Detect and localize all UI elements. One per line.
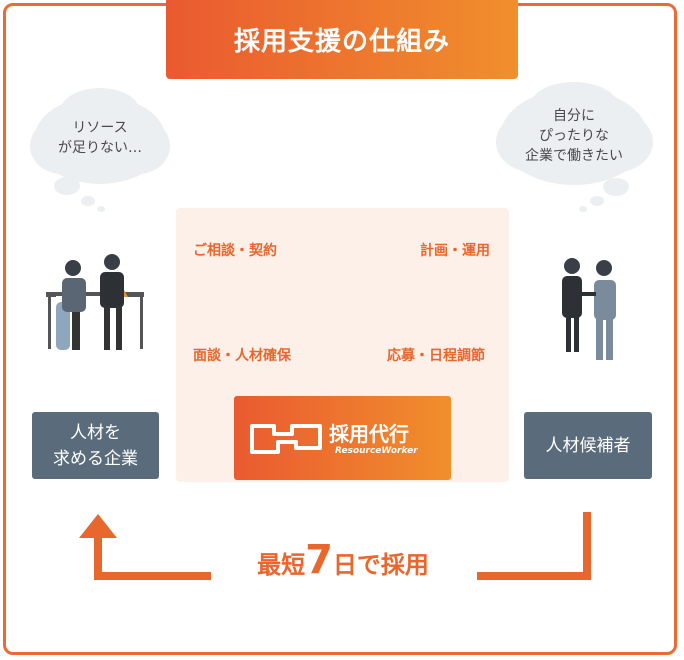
left-bubble-text: リソース が足りない…: [50, 118, 150, 158]
left-thought-cloud: [30, 88, 170, 212]
flow-label-consult: ご相談・契約: [193, 243, 277, 259]
page-title: 採用支援の仕組み: [166, 0, 518, 79]
candidate-box: 人材候補者: [524, 412, 652, 479]
flow-label-plan: 計画・運用: [420, 243, 490, 259]
right-bubble-line: 自分に: [553, 108, 595, 124]
right-thought-cloud: [496, 82, 653, 212]
tagline-suffix: 日で採用: [332, 551, 429, 579]
left-bubble-line: が足りない…: [58, 140, 142, 156]
return-arrow: [79, 512, 591, 580]
right-bubble-line: ぴったりな: [539, 128, 609, 144]
candidates-illustration: [562, 258, 616, 360]
right-bubble-line: 企業で働きたい: [525, 148, 623, 164]
service-badge: 採用代行 ResourceWorker: [234, 396, 451, 480]
tagline-prefix: 最短: [257, 551, 306, 579]
company-box: 人材を 求める企業: [32, 412, 159, 479]
flow-label-interview: 面談・人材確保: [193, 348, 291, 364]
left-bubble-line: リソース: [72, 120, 128, 136]
right-bubble-text: 自分に ぴったりな 企業で働きたい: [504, 106, 644, 166]
resource-worker-logo-icon: [250, 424, 322, 454]
service-subtitle: ResourceWorker: [335, 446, 418, 456]
company-box-line: 求める企業: [53, 448, 138, 469]
service-name: 採用代行: [329, 422, 409, 446]
company-box-line: 人材を: [70, 422, 121, 443]
tagline: 最短7日で採用: [212, 540, 474, 580]
company-meeting-illustration: [46, 254, 144, 350]
tagline-number: 7: [305, 537, 333, 583]
flow-label-apply: 応募・日程調節: [387, 348, 485, 364]
